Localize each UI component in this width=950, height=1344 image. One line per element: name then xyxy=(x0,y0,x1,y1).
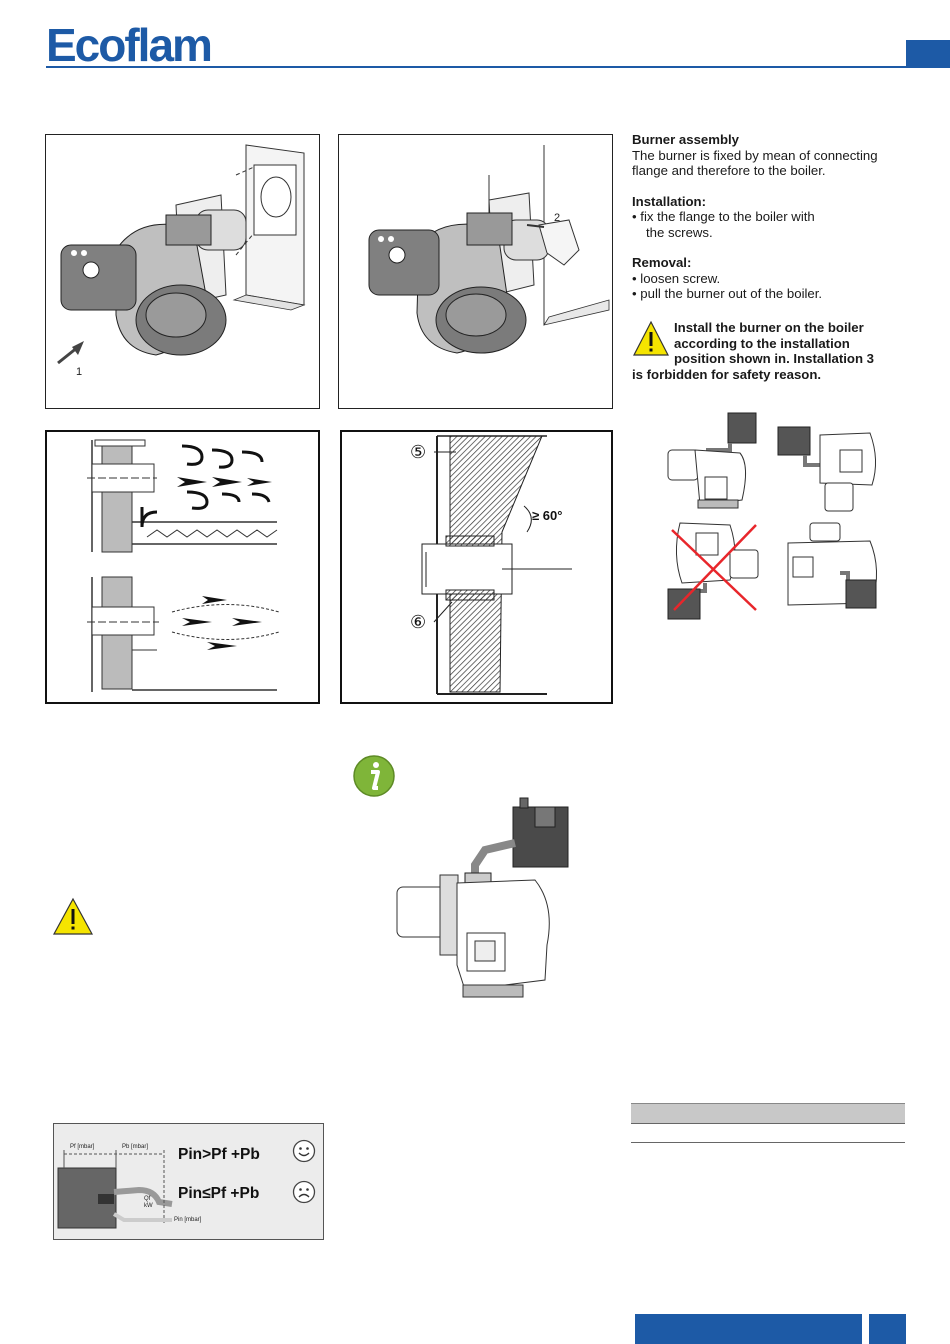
header-rule xyxy=(46,66,906,68)
label-pb: Pb [mbar] xyxy=(122,1144,149,1150)
burner-screw-drawing: 2 xyxy=(368,145,610,354)
position-4 xyxy=(787,522,878,609)
footer-bar xyxy=(635,1314,862,1344)
warning-line-4: is forbidden for safety reason. xyxy=(632,366,822,382)
assembly-line-1: The burner is fixed by mean of connectin… xyxy=(632,147,878,163)
smiley-happy-icon xyxy=(292,1139,316,1163)
figure-burner-screw: 2 xyxy=(338,134,613,409)
warning-text: Install the burner on the boiler accordi… xyxy=(632,320,912,382)
burner-gas-valve-drawing xyxy=(395,795,575,1005)
removal-title: Removal: xyxy=(632,255,692,270)
warning-triangle-icon xyxy=(52,897,94,937)
figure-2-label: 2 xyxy=(554,212,560,224)
header-corner-tab xyxy=(906,40,950,68)
table-header xyxy=(631,1103,905,1124)
assembly-instructions: Burner assembly The burner is fixed by m… xyxy=(632,132,912,302)
position-1 xyxy=(667,412,757,509)
figure-4-item-5: ⑤ xyxy=(410,442,426,463)
label-kw: kW xyxy=(144,1203,153,1209)
warning-line-2: according to the installation xyxy=(674,335,850,351)
label-pf: Pf [mbar] xyxy=(70,1144,95,1150)
assembly-line-2: flange and therefore to the boiler. xyxy=(632,163,826,178)
position-3-forbidden xyxy=(667,522,759,620)
assembly-title: Burner assembly xyxy=(632,132,740,147)
figure-insulation-section: ≥ 60° ⑤ ⑥ xyxy=(340,430,613,704)
installation-positions-figure xyxy=(660,405,890,630)
removal-item-2: • pull the burner out of the boiler. xyxy=(632,286,823,301)
label-pin: Pin [mbar] xyxy=(174,1217,202,1223)
label-qf: Qf xyxy=(144,1196,151,1202)
warning-triangle-icon xyxy=(632,320,670,358)
warning-line-3: position shown in. Installation 3 xyxy=(674,351,875,366)
formula-bad: Pin≤Pf +Pb xyxy=(178,1185,260,1202)
footer-page-tab xyxy=(869,1314,906,1344)
installation-title: Installation: xyxy=(632,193,706,209)
figure-flame-direction xyxy=(45,430,320,704)
smiley-sad-icon xyxy=(292,1180,316,1204)
figure-1-label: 1 xyxy=(76,366,82,378)
position-2 xyxy=(777,426,876,512)
burner-mounted-drawing: 1 xyxy=(57,144,306,378)
installation-item-1b: the screws. xyxy=(646,224,713,240)
installation-item-1a: • fix the flange to the boiler with xyxy=(632,209,815,224)
figure-burner-mounted: 1 xyxy=(45,134,320,409)
pressure-condition-figure: Pf [mbar] Pb [mbar] Qf kW Pin [mbar] Pin… xyxy=(53,1123,324,1240)
info-icon xyxy=(352,754,396,798)
figure-4-angle: ≥ 60° xyxy=(532,508,562,523)
brand-logo: Ecoflam xyxy=(46,19,213,71)
formula-ok: Pin>Pf +Pb xyxy=(178,1146,260,1163)
warning-line-1: Install the burner on the boiler xyxy=(674,320,864,335)
removal-item-1: • loosen screw. xyxy=(632,270,721,286)
figure-4-item-6: ⑥ xyxy=(410,612,426,633)
table-rule-2 xyxy=(631,1142,905,1143)
table-rule-1 xyxy=(631,1123,905,1124)
